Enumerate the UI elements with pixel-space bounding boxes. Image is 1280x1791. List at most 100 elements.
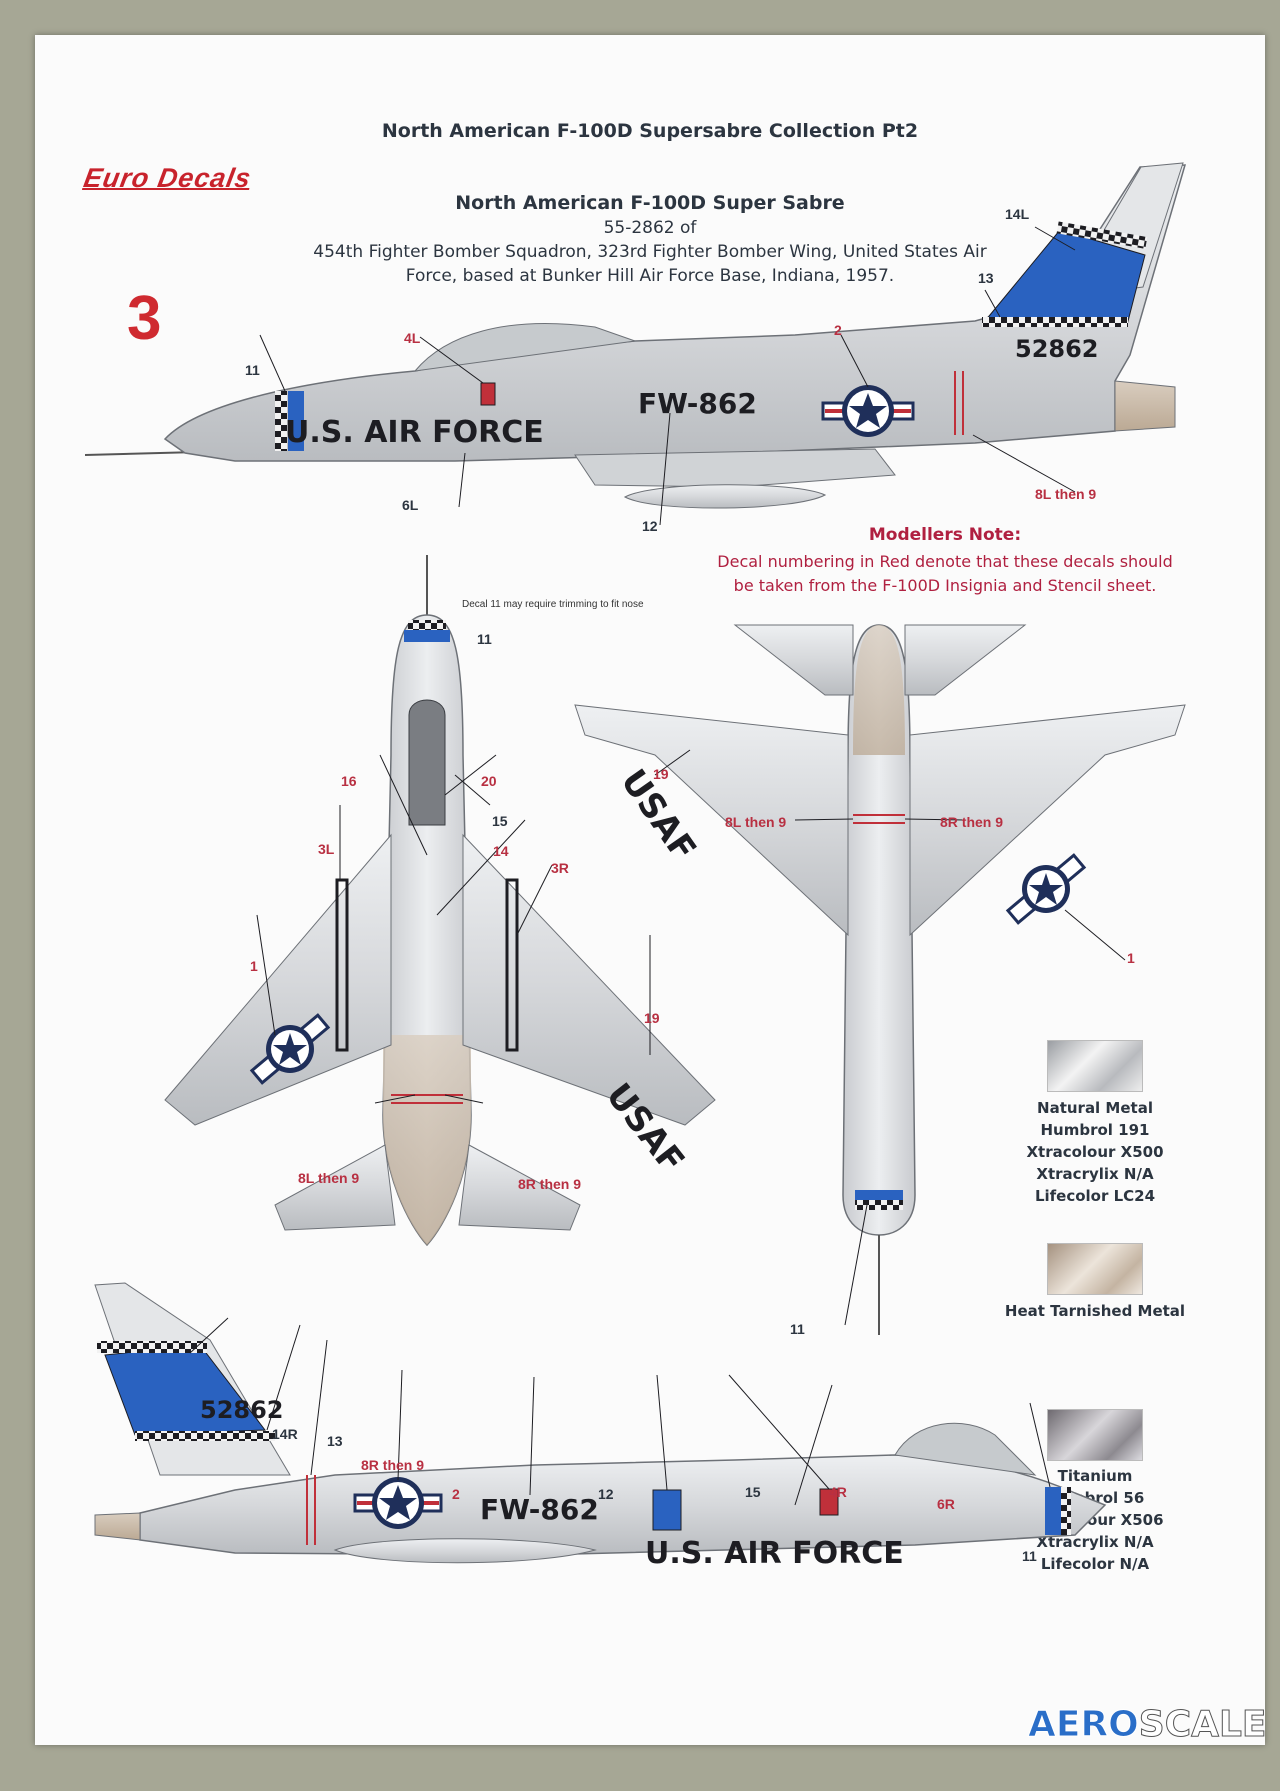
roundel-top-wing: [249, 1013, 331, 1085]
drop-tank-left: [623, 484, 827, 509]
callout-line: [529, 1376, 535, 1496]
wing-left-profile: [574, 448, 896, 488]
wing-left-bottom: [574, 704, 849, 937]
callout-line: [794, 1384, 833, 1506]
legend-line: Lifecolor N/A: [1040, 1555, 1150, 1573]
callout-4L: 4L: [404, 330, 421, 346]
callout-8L-then-9: 8L then 9: [725, 814, 787, 830]
callout-15: 15: [745, 1484, 761, 1500]
callout-1: 1: [250, 958, 258, 974]
trim-note: Decal 11 may require trimming to fit nos…: [462, 599, 644, 610]
legend-line: Xtracrylix N/A: [1036, 1165, 1154, 1183]
callout-6L: 6L: [402, 497, 419, 513]
callout-20: 20: [481, 773, 497, 789]
callout-line: [259, 334, 286, 392]
heat-tarnished-legend: Heat Tarnished Metal: [990, 1300, 1200, 1322]
nose-blue-band: [288, 391, 304, 451]
callout-line: [984, 289, 1001, 318]
stabilizer-left-bottom: [733, 624, 854, 696]
callout-line: [1029, 1402, 1051, 1488]
description-line-3: Force, based at Bunker Hill Air Force Ba…: [405, 266, 895, 286]
natural-metal-legend: Natural Metal Humbrol 191 Xtracolour X50…: [1015, 1097, 1175, 1207]
callout-line: [419, 336, 484, 384]
callout-line: [374, 1094, 416, 1104]
wing-fence-left: [335, 878, 349, 1052]
nose-checker-right: [1061, 1487, 1071, 1535]
roundel-right: [353, 1477, 443, 1529]
tail-checker-top-right: [97, 1341, 207, 1353]
unit-badge-blue: [652, 1489, 682, 1531]
buzz-number-right: FW-862: [480, 1493, 599, 1526]
nose-checker-bottom: [855, 1200, 903, 1210]
fuselage-text-right: U.S. AIR FORCE: [645, 1536, 904, 1571]
callout-2: 2: [452, 1486, 460, 1502]
watermark-aero: AERO: [1028, 1704, 1140, 1746]
callout-line: [436, 819, 526, 916]
exhaust-right: [94, 1512, 141, 1541]
callout-line: [379, 754, 428, 856]
natural-metal-swatch: [1047, 1040, 1143, 1092]
canopy-left: [413, 323, 636, 372]
callout-14R: 14R: [272, 1426, 298, 1442]
canopy-top: [408, 699, 446, 826]
roundel-left: [821, 385, 915, 437]
heat-tarnished-metal-swatch: [1047, 1243, 1143, 1295]
callout-line: [444, 754, 497, 796]
description-line-1: 55-2862 of: [603, 218, 697, 238]
callout-line: [654, 749, 691, 776]
titanium-swatch: [1047, 1409, 1143, 1461]
bottom-view: USAF: [574, 624, 1186, 1335]
callout-1: 1: [1127, 950, 1135, 966]
callout-line: [310, 1339, 328, 1476]
stabilizer-right-top: [458, 1144, 581, 1231]
modellers-note-line-2: be taken from the F-100D Insignia and St…: [733, 576, 1157, 595]
aircraft-title: North American F-100D Super Sabre: [455, 192, 845, 214]
callout-14L: 14L: [1005, 206, 1030, 222]
buzz-number-left: FW-862: [638, 387, 757, 420]
callout-11: 11: [477, 631, 492, 647]
nose-blue-right: [1045, 1487, 1061, 1535]
aircraft-artwork: U.S. AIR FORCE FW-862 52862 USAF: [84, 162, 1187, 1571]
callout-8L-then-9: 8L then 9: [298, 1170, 360, 1186]
callout-line: [794, 818, 854, 821]
callout-14: 14: [493, 843, 509, 859]
callout-line: [656, 1374, 668, 1491]
callout-13: 13: [327, 1433, 343, 1449]
legend-line: Lifecolor LC24: [1034, 1187, 1156, 1205]
fuselage-text-left: U.S. AIR FORCE: [285, 415, 544, 450]
callout-8R-then-9: 8R then 9: [361, 1457, 425, 1473]
callout-line: [397, 1369, 403, 1481]
callout-line: [840, 334, 869, 388]
callout-19: 19: [653, 766, 669, 782]
tail-number-right: 52862: [200, 1396, 284, 1424]
callout-line: [516, 864, 553, 936]
nose-blue-top: [404, 630, 450, 642]
fuselage-left: [163, 164, 1187, 462]
callout-8L-then-9: 8L then 9: [1035, 486, 1097, 502]
wing-fence-right: [505, 878, 519, 1052]
nose-checker-top: [408, 620, 446, 630]
canopy-right: [894, 1422, 1037, 1476]
callout-12: 12: [598, 1486, 614, 1502]
callout-line: [1064, 909, 1126, 961]
tail-checker-top: [1056, 221, 1148, 249]
legend-line: Heat Tarnished Metal: [1004, 1302, 1186, 1320]
drop-tank-right: [333, 1538, 597, 1564]
legend-line: Xtracolour X500: [1026, 1143, 1164, 1161]
top-view: USAF: [164, 555, 716, 1247]
callout-line: [972, 434, 1076, 493]
unit-badge-left: [480, 382, 496, 406]
modellers-note-heading: Modellers Note:: [868, 525, 1022, 545]
right-profile-view: 52862 FW-862 U.S. AIR FORCE: [94, 1282, 1107, 1571]
callout-11: 11: [790, 1321, 805, 1337]
callout-line: [659, 412, 671, 526]
legend-line: Natural Metal: [1037, 1099, 1153, 1117]
callout-8R-then-9: 8R then 9: [518, 1176, 582, 1192]
legend-line: Xtracrylix N/A: [1036, 1533, 1154, 1551]
collection-title: North American F-100D Supersabre Collect…: [381, 120, 919, 142]
tail-checker-bottom: [982, 317, 1128, 327]
callout-12: 12: [642, 518, 658, 534]
tail-number-left: 52862: [1015, 335, 1099, 363]
callout-15: 15: [492, 813, 508, 829]
callout-line: [1034, 226, 1076, 251]
